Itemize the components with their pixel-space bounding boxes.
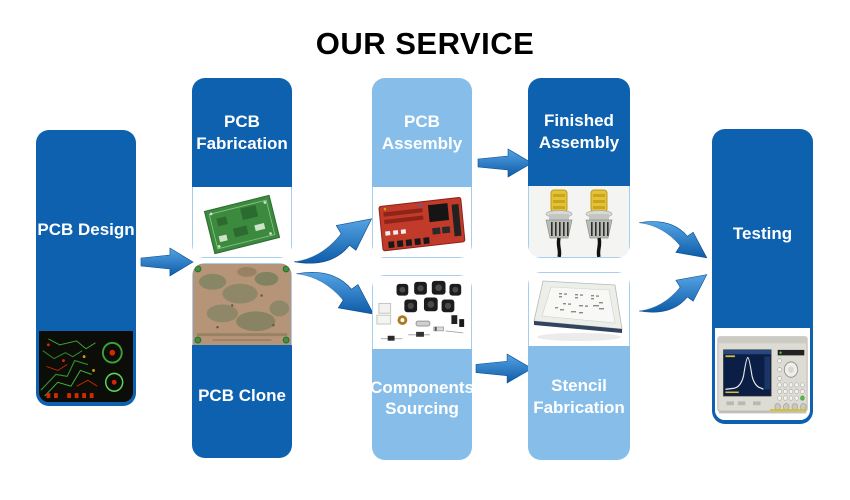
node-testing: Testing — [712, 129, 813, 424]
arrow-sourcing-to-stencil — [475, 352, 533, 385]
pcb-assembly-image — [372, 187, 472, 258]
node-pcb-fabrication: PCB Fabrication — [192, 78, 292, 258]
node-label-pcb-assembly: PCB Assembly — [372, 78, 472, 187]
page-title: OUR SERVICE — [315, 26, 535, 61]
node-label-pcb-clone: PCB Clone — [192, 345, 292, 458]
arrow-stencil-to-testing — [637, 262, 709, 318]
pcb-fabrication-image — [192, 187, 292, 258]
finished-assembly-image — [528, 186, 630, 258]
pcb-design-image — [39, 331, 133, 402]
node-label-stencil-fabrication: Stencil Fabrication — [528, 346, 630, 460]
node-finished-assembly: Finished Assembly — [528, 78, 630, 258]
components-sourcing-image — [372, 275, 472, 349]
arrow-finished-to-testing — [637, 216, 709, 270]
testing-image — [715, 328, 810, 420]
node-components-sourcing: Components Sourcing — [372, 275, 472, 460]
node-label-finished-assembly: Finished Assembly — [528, 78, 630, 186]
node-pcb-design: PCB Design — [36, 130, 136, 406]
node-label-testing: Testing — [732, 224, 793, 244]
node-label-pcb-design: PCB Design — [37, 220, 135, 240]
node-stencil-fabrication: Stencil Fabrication — [528, 272, 630, 460]
pcb-clone-image — [192, 263, 292, 345]
node-label-pcb-fabrication: PCB Fabrication — [192, 78, 292, 187]
arrow-fabrication-to-assembly — [292, 204, 374, 270]
node-label-components-sourcing: Components Sourcing — [372, 348, 472, 460]
stencil-fabrication-image — [528, 272, 630, 346]
arrow-design-to-fabrication — [140, 246, 194, 278]
arrow-clone-to-sourcing — [294, 266, 376, 328]
arrow-assembly-to-finished — [477, 147, 533, 179]
node-pcb-assembly: PCB Assembly — [372, 78, 472, 258]
node-pcb-clone: PCB Clone — [192, 263, 292, 458]
